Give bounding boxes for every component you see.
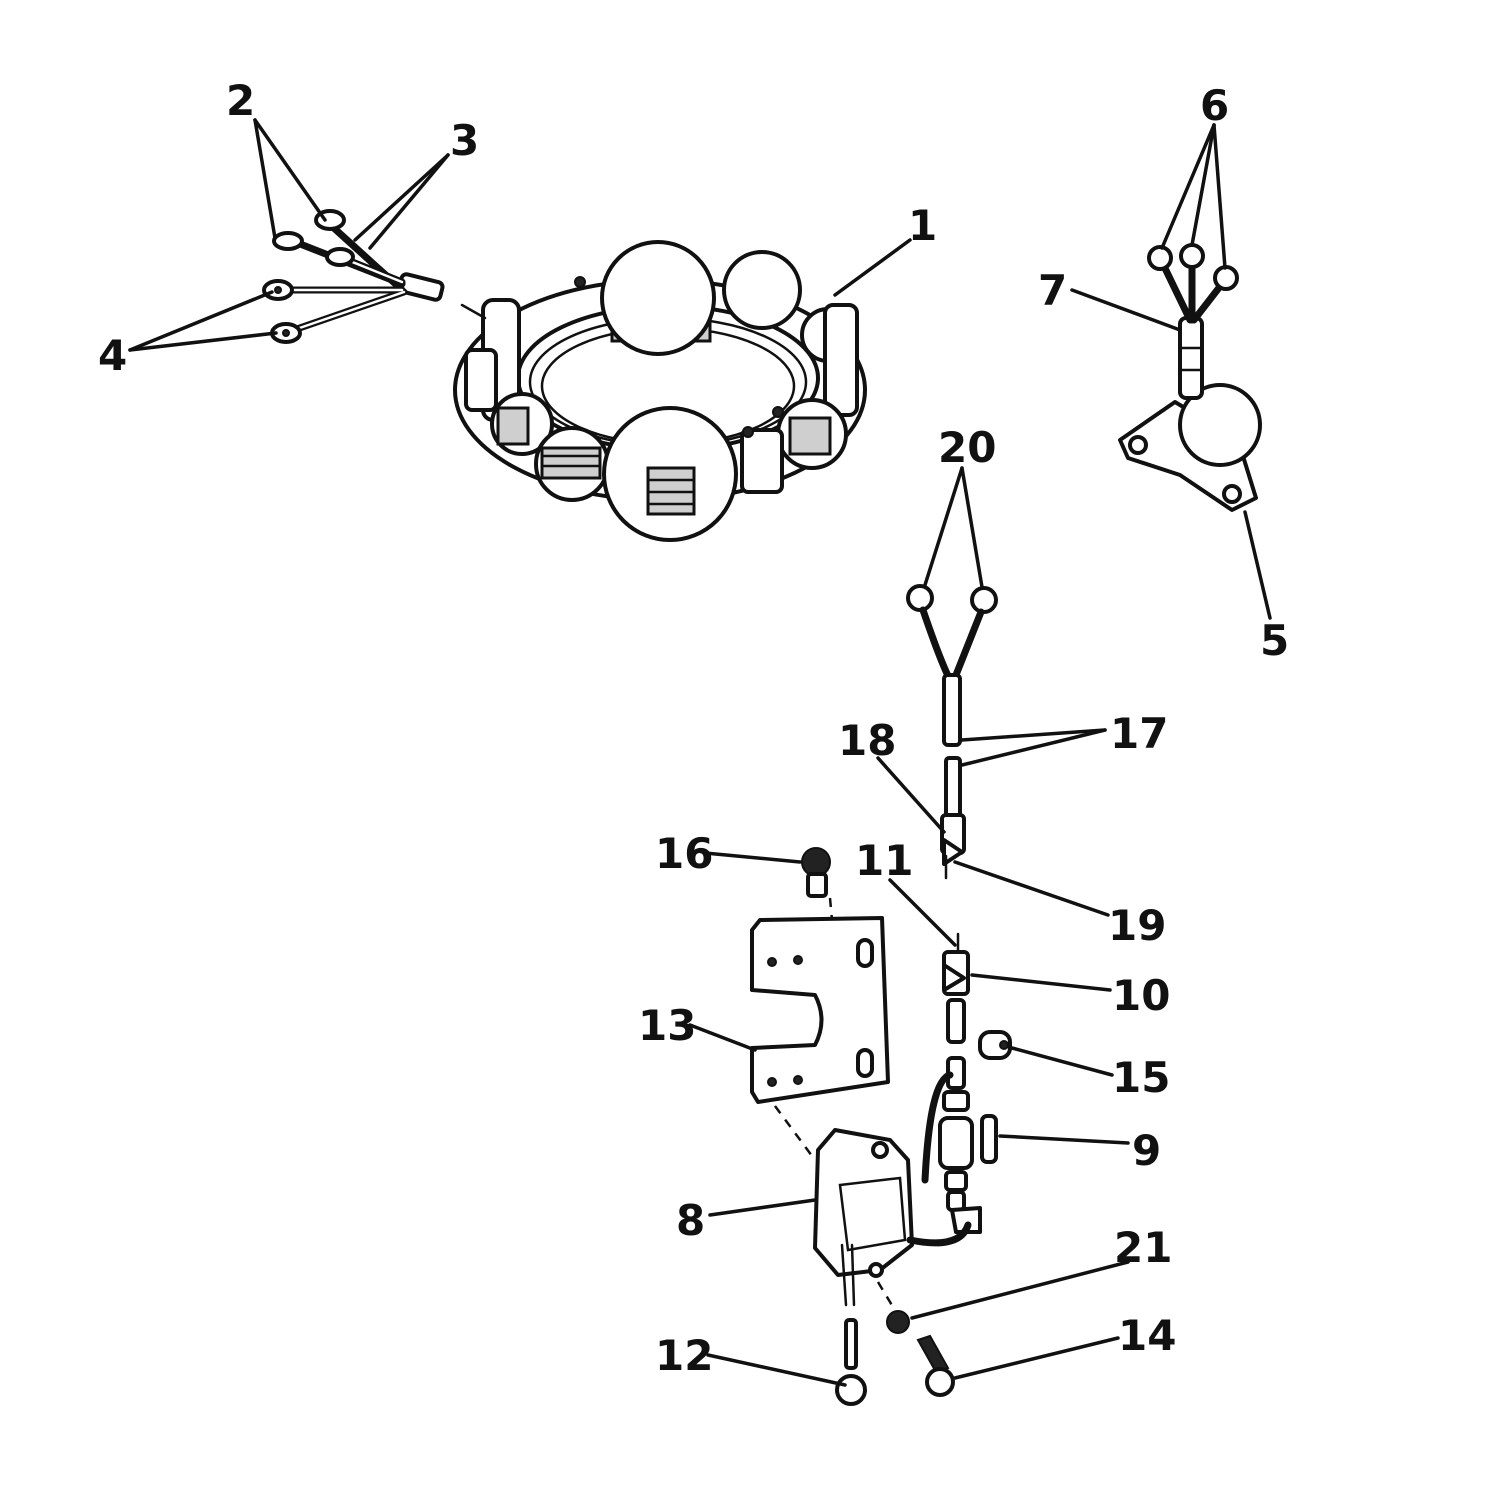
callout-12: 12 (655, 1331, 713, 1380)
mounting-bracket (750, 847, 890, 1161)
callout-17: 17 (1110, 709, 1168, 758)
callout-5: 5 (1260, 616, 1289, 665)
callout-14: 14 (1118, 1311, 1176, 1360)
callout-21: 21 (1114, 1223, 1172, 1272)
callout-11: 11 (855, 836, 913, 885)
stator-assembly (453, 240, 867, 542)
upper-lead (906, 584, 998, 880)
callout-2: 2 (226, 76, 255, 125)
callout-18: 18 (838, 716, 896, 765)
callout-16: 16 (655, 829, 713, 878)
callout-7: 7 (1038, 266, 1067, 315)
callout-15: 15 (1112, 1053, 1170, 1102)
grommet-harness (1118, 243, 1262, 512)
callout-9: 9 (1132, 1126, 1161, 1175)
callout-4: 4 (98, 331, 127, 380)
callout-labels: 1 2 3 4 5 6 7 8 9 10 11 12 13 14 15 16 1… (98, 76, 1289, 1380)
stator-lead-wires (262, 209, 445, 344)
switch-box (813, 1071, 972, 1406)
leader-lines (128, 118, 1272, 1387)
callout-1: 1 (908, 201, 937, 250)
connector-stack (938, 932, 1012, 1234)
callout-20: 20 (938, 423, 996, 472)
callout-19: 19 (1108, 901, 1166, 950)
callout-10: 10 (1112, 971, 1170, 1020)
callout-8: 8 (676, 1196, 705, 1245)
callout-6: 6 (1200, 81, 1229, 130)
callout-13: 13 (638, 1001, 696, 1050)
callout-3: 3 (450, 116, 479, 165)
